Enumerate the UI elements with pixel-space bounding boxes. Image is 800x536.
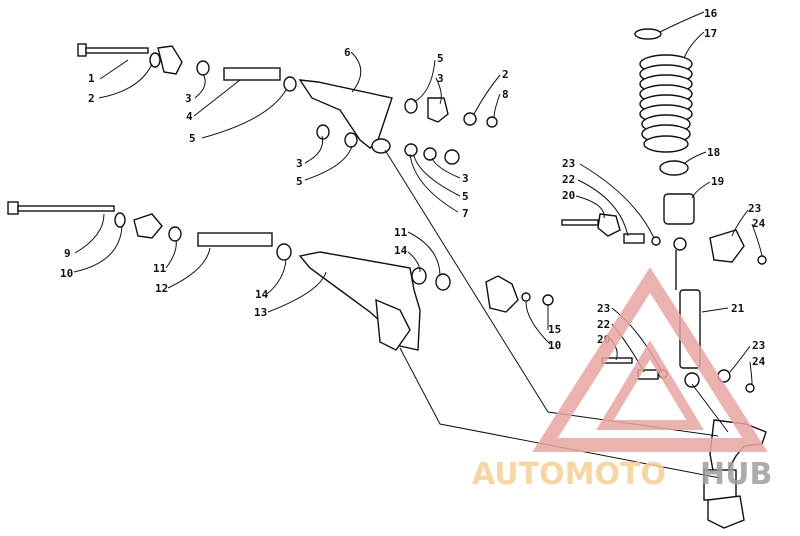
upper-sleeve — [223, 67, 281, 81]
callout-10: 10 — [60, 267, 73, 280]
spring-seat — [659, 160, 689, 176]
callout-22: 22 — [597, 318, 610, 331]
callout-23: 23 — [562, 157, 575, 170]
callout-5: 5 — [189, 132, 196, 145]
lower-bolt-shank — [17, 205, 115, 212]
upper-cam-plate-right — [427, 97, 449, 123]
callout-5: 5 — [437, 52, 444, 65]
callout-24: 24 — [752, 217, 766, 230]
lower-bolt-assembly — [7, 201, 554, 351]
callout-20: 20 — [562, 189, 575, 202]
callout-5: 5 — [296, 175, 303, 188]
callout-10: 10 — [548, 339, 561, 352]
callout-2: 2 — [88, 92, 95, 105]
upper-bolt-shank — [85, 47, 149, 54]
callout-5: 5 — [462, 190, 469, 203]
callout-3: 3 — [462, 172, 469, 185]
callout-24: 24 — [752, 355, 766, 368]
callout-12: 12 — [155, 282, 168, 295]
callout-3: 3 — [185, 92, 192, 105]
callout-15: 15 — [548, 323, 561, 336]
callout-11: 11 — [153, 262, 167, 275]
leader-lines — [73, 11, 763, 385]
callout-16: 16 — [704, 7, 718, 20]
spring-retainer-top — [634, 28, 662, 40]
callout-14: 14 — [255, 288, 269, 301]
callout-numbers: 1 2 3 4 5 6 5 3 2 8 3 5 3 5 7 16 17 18 1… — [60, 7, 766, 368]
callout-6: 6 — [344, 46, 351, 59]
callout-23: 23 — [752, 339, 765, 352]
callout-19: 19 — [711, 175, 724, 188]
callout-2: 2 — [502, 68, 509, 81]
watermark-text-hub: HUB — [700, 457, 772, 492]
coil-spring — [639, 54, 693, 153]
callout-21: 21 — [731, 302, 745, 315]
warning-triangle-icon — [532, 266, 768, 452]
callout-9: 9 — [64, 247, 71, 260]
lower-sleeve — [197, 232, 273, 247]
callout-8: 8 — [502, 88, 509, 101]
lower-cam-plate-right — [485, 275, 519, 313]
callout-4: 4 — [186, 110, 193, 123]
upper-cam-plate — [157, 45, 183, 75]
watermark-text-automoto: AUTOMOTO — [472, 457, 666, 492]
upper-bolt-head — [77, 43, 87, 57]
bump-stop — [663, 193, 695, 225]
callout-17: 17 — [704, 27, 717, 40]
callout-13: 13 — [254, 306, 267, 319]
callout-3: 3 — [296, 157, 303, 170]
callout-14: 14 — [394, 244, 408, 257]
callout-22: 22 — [562, 173, 575, 186]
callout-7: 7 — [462, 207, 469, 220]
callout-11: 11 — [394, 226, 408, 239]
callout-1: 1 — [88, 72, 95, 85]
lower-bolt-head — [7, 201, 19, 215]
callout-3: 3 — [437, 72, 444, 85]
callout-23: 23 — [748, 202, 761, 215]
shock-assembly — [561, 28, 767, 393]
watermark-logo: AUTOMOTO HUB — [472, 266, 772, 492]
callout-23: 23 — [597, 302, 610, 315]
callout-18: 18 — [707, 146, 720, 159]
upper-bolt-assembly — [77, 43, 498, 165]
lower-cam-plate — [133, 213, 163, 239]
